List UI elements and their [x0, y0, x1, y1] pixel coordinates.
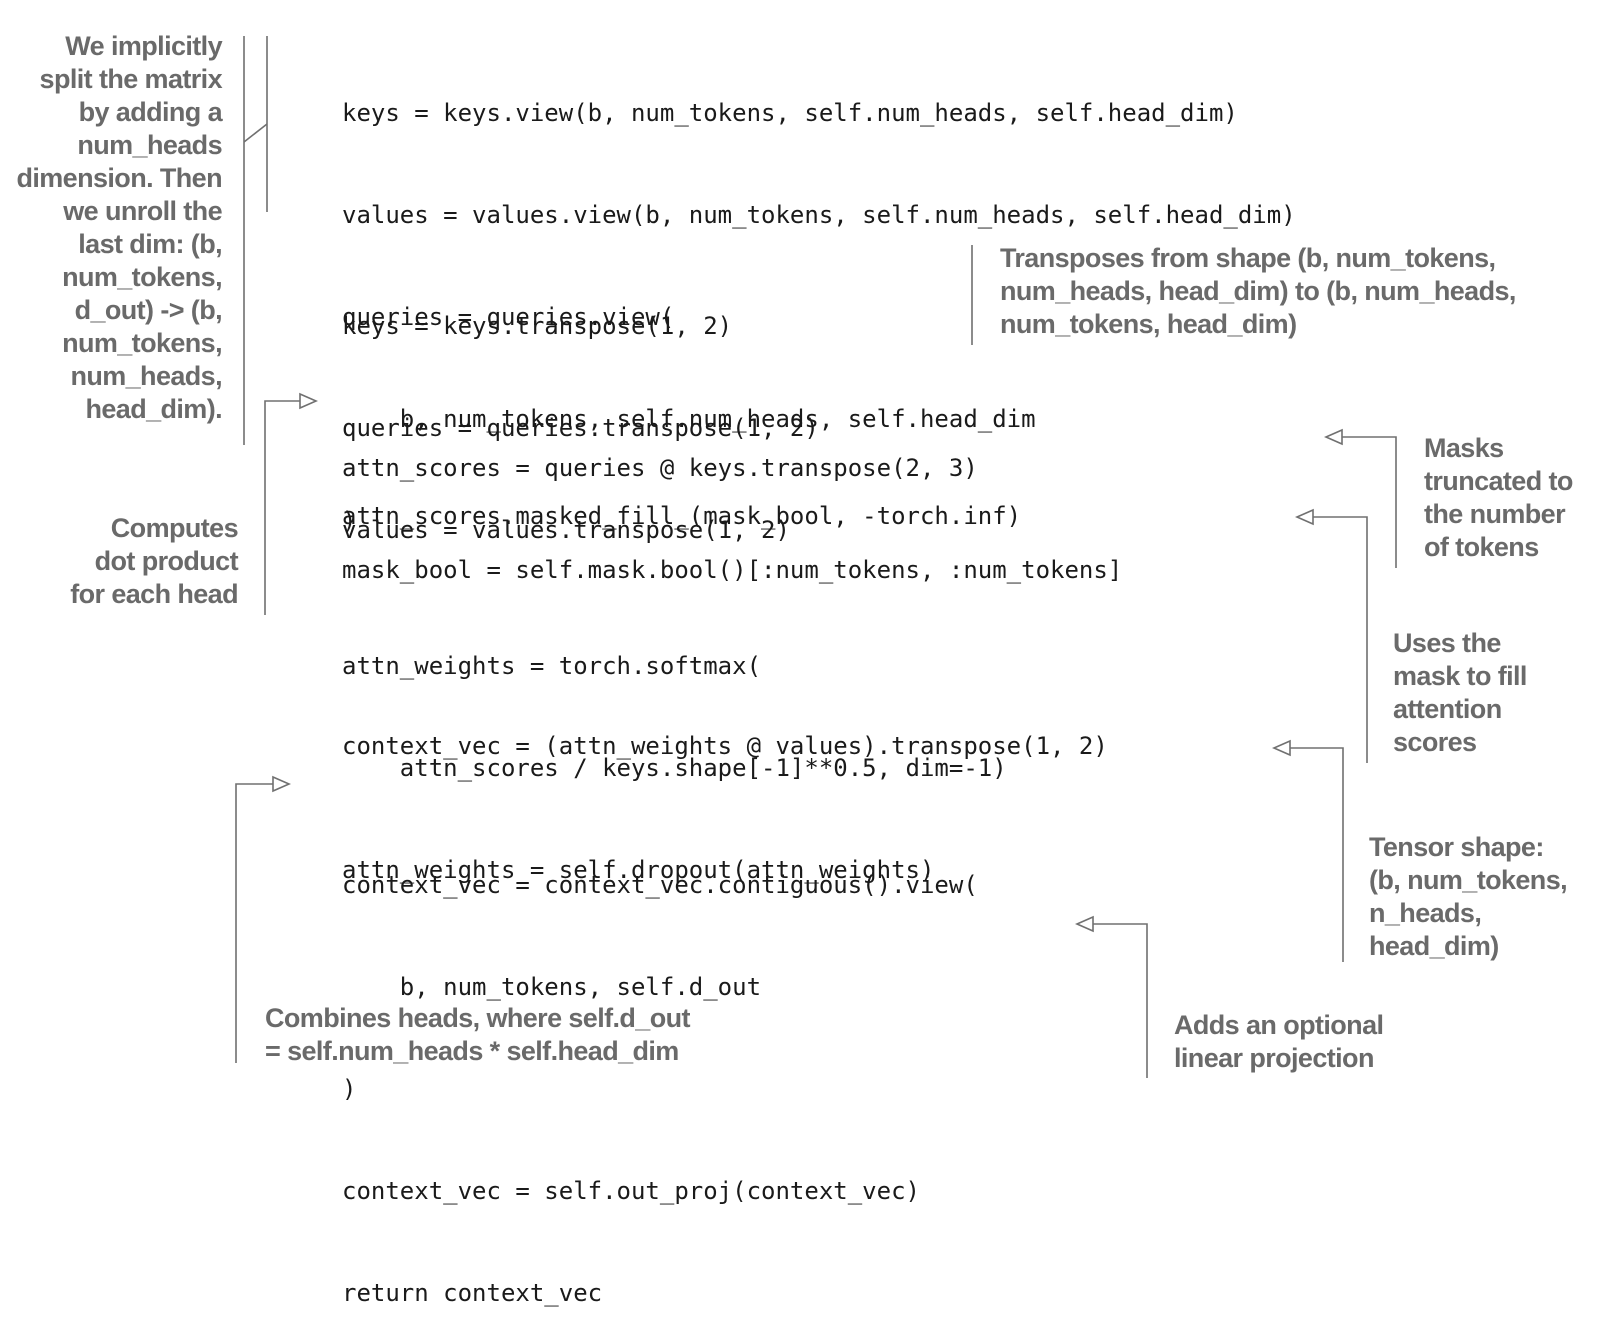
combines-arrowhead [272, 775, 291, 793]
tensor-shape-arrowhead [1272, 739, 1291, 757]
dot-product-connector [264, 400, 300, 615]
dot-product-arrowhead [299, 392, 318, 410]
annotation-linear-projection: Adds an optional linear projection [1174, 1010, 1384, 1073]
annotation-combines-heads: Combines heads, where self.d_out = self.… [265, 1003, 691, 1066]
split-bracket-tick [243, 123, 268, 143]
annotation-masks-truncated: Masks truncated to the number of tokens [1424, 433, 1573, 562]
code-line: context_vec = self.out_proj(context_vec) [342, 1177, 920, 1205]
code-line: queries = queries.view( [342, 303, 675, 331]
annotation-tensor-shape: Tensor shape: (b, num_tokens, n_heads, h… [1369, 832, 1568, 961]
code-line: attn_weights = torch.softmax( [342, 652, 762, 680]
code-line: keys = keys.transpose(1, 2) [342, 312, 733, 340]
code-line: keys = keys.view(b, num_tokens, self.num… [342, 99, 1238, 127]
annotation-uses-mask: Uses the mask to fill attention scores [1393, 628, 1527, 757]
code-line: values = values.transpose(1, 2) [342, 516, 790, 544]
code-line: b, num_tokens, self.d_out [342, 973, 762, 1001]
code-context-line: context_vec = (attn_weights @ values).tr… [342, 732, 1108, 760]
code-line: mask_bool = self.mask.bool()[:num_tokens… [342, 556, 1123, 584]
code-view-block: keys = keys.view(b, num_tokens, self.num… [342, 28, 1296, 572]
code-line: attn_weights = self.dropout(attn_weights… [342, 856, 935, 884]
annotation-split-matrix: We implicitly split the matrix by adding… [16, 31, 222, 424]
masked-fill-connector [1313, 516, 1368, 763]
code-masked-fill-line: attn_scores.masked_fill_(mask_bool, -tor… [342, 502, 1022, 530]
code-line: context_vec = context_vec.contiguous().v… [342, 871, 978, 899]
annotation-transposes: Transposes from shape (b, num_tokens, nu… [1000, 243, 1516, 339]
code-line: attn_scores = queries @ keys.transpose(2… [342, 454, 978, 482]
tensor-shape-connector [1290, 747, 1344, 962]
code-line: queries = queries.transpose(1, 2) [342, 414, 819, 442]
mask-arrowhead [1324, 428, 1343, 446]
masked-fill-arrowhead [1295, 508, 1314, 526]
code-softmax-block: attn_weights = torch.softmax( attn_score… [342, 581, 1007, 921]
annotation-dot-product: Computes dot product for each head [70, 513, 238, 609]
combines-connector [235, 783, 273, 1063]
projection-connector [1093, 923, 1148, 1078]
code-line: values = values.view(b, num_tokens, self… [342, 201, 1296, 229]
code-transpose-block: keys = keys.transpose(1, 2) queries = qu… [342, 241, 819, 581]
projection-arrowhead [1075, 915, 1094, 933]
annotation-connectors [235, 36, 1397, 1078]
mask-connector [1342, 436, 1397, 568]
code-line: b, num_tokens, self.num_heads, self.head… [342, 405, 1036, 433]
code-output-block: context_vec = context_vec.contiguous().v… [342, 800, 978, 1344]
code-line: ) [342, 1075, 357, 1103]
code-line: attn_scores / keys.shape[-1]**0.5, dim=-… [342, 754, 1007, 782]
code-line: return context_vec [342, 1279, 603, 1307]
code-line: ) [342, 507, 357, 535]
code-scores-block: attn_scores = queries @ keys.transpose(2… [342, 383, 1122, 621]
